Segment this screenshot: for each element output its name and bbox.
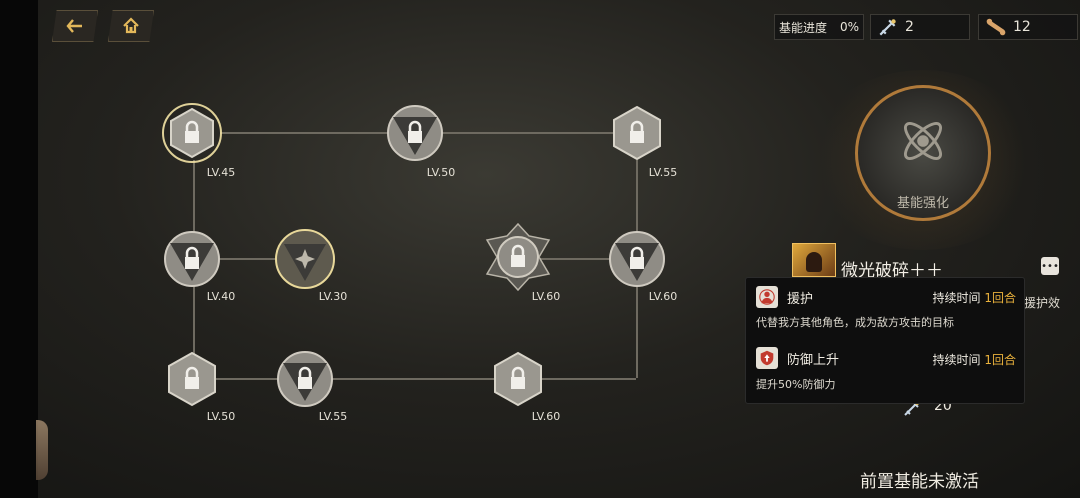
- level-label: LV.60: [531, 290, 561, 303]
- effect-tooltip: 援护 持续时间 1回合 代替我方其他角色，成为敌方攻击的目标 防御上升 持续时间…: [745, 277, 1025, 404]
- progress-value: 0%: [839, 20, 859, 34]
- triangle-lock-icon: [609, 231, 665, 287]
- effect-row-2: 防御上升: [756, 347, 839, 369]
- home-icon: [123, 17, 139, 34]
- effect-duration: 持续时间 1回合: [933, 351, 1016, 368]
- emblem-circle: 基能强化: [855, 85, 991, 221]
- home-button[interactable]: [108, 10, 154, 42]
- ornate-lock-icon: [485, 222, 551, 292]
- character-hair-fragment: [36, 420, 48, 480]
- atom-icon: [904, 122, 942, 160]
- skill-node-lv55-top[interactable]: [607, 103, 667, 163]
- triangle-lock-icon: [164, 231, 220, 287]
- level-label: LV.60: [531, 410, 561, 423]
- back-arrow-icon: [66, 19, 82, 33]
- duration-label: 持续时间: [932, 291, 981, 305]
- level-label: LV.50: [206, 410, 236, 423]
- defense-up-icon: [756, 347, 778, 369]
- skill-node-lv45[interactable]: [162, 103, 222, 163]
- skill-node-lv40[interactable]: [162, 229, 222, 289]
- duration-value: 1回合: [984, 291, 1016, 305]
- skill-name: 微光破碎＋＋: [841, 261, 943, 281]
- triangle-lock-icon: [277, 351, 333, 407]
- level-label: LV.40: [206, 290, 236, 303]
- triangle-lock-icon: [387, 105, 443, 161]
- key-item-icon: [879, 19, 896, 36]
- level-label: LV.45: [206, 166, 236, 179]
- effect-row-1: 援护: [756, 286, 813, 308]
- guard-target-icon: [756, 286, 778, 308]
- resource-item-2[interactable]: 12: [978, 14, 1078, 40]
- skill-node-lv55-bottom[interactable]: [275, 349, 335, 409]
- skill-node-lv60-ornate[interactable]: [483, 222, 553, 292]
- bone-item-icon: [986, 18, 1006, 36]
- progress-box: 基能进度 0%: [774, 14, 864, 40]
- skill-icon: [792, 243, 836, 277]
- tree-line: [518, 258, 636, 260]
- back-button[interactable]: [52, 10, 98, 42]
- skill-node-lv50[interactable]: [385, 103, 445, 163]
- left-edge-bar: [0, 0, 38, 498]
- hexagon-lock-icon: [494, 351, 542, 407]
- hexagon-lock-icon: [613, 105, 661, 161]
- skill-desc-partial: 援护效: [1024, 296, 1061, 310]
- effect-desc: 代替我方其他角色，成为敌方攻击的目标: [756, 316, 954, 329]
- emblem-label: 基能强化: [896, 196, 949, 211]
- effect-name: 援护: [787, 291, 814, 307]
- ellipsis-icon: •••: [1041, 260, 1059, 272]
- hexagon-lock-icon: [168, 351, 216, 407]
- level-label: LV.30: [318, 290, 348, 303]
- status-text: 前置基能未激活: [860, 472, 979, 492]
- hexagon-lock-icon: [162, 103, 222, 163]
- level-label: LV.50: [426, 166, 456, 179]
- skill-node-lv60-bottom[interactable]: [488, 349, 548, 409]
- skill-node-lv50-bottom[interactable]: [162, 349, 222, 409]
- duration-label: 持续时间: [932, 353, 981, 367]
- tree-line: [193, 378, 636, 380]
- level-label: LV.60: [648, 290, 678, 303]
- resource-item-2-count: 12: [1013, 19, 1031, 35]
- skill-node-lv30[interactable]: [275, 229, 335, 289]
- resource-item-1[interactable]: 2: [870, 14, 970, 40]
- level-label: LV.55: [648, 166, 678, 179]
- effect-name: 防御上升: [787, 352, 840, 368]
- resource-item-1-count: 2: [905, 19, 914, 35]
- more-options-button[interactable]: •••: [1041, 257, 1059, 275]
- level-label: LV.55: [318, 410, 348, 423]
- effect-desc: 提升50%防御力: [756, 378, 836, 391]
- effect-duration: 持续时间 1回合: [933, 289, 1016, 306]
- progress-label: 基能进度: [779, 20, 828, 35]
- tree-line: [193, 258, 305, 260]
- duration-value: 1回合: [984, 353, 1016, 367]
- skill-node-lv60-right[interactable]: [607, 229, 667, 289]
- triangle-star-icon: [275, 229, 335, 289]
